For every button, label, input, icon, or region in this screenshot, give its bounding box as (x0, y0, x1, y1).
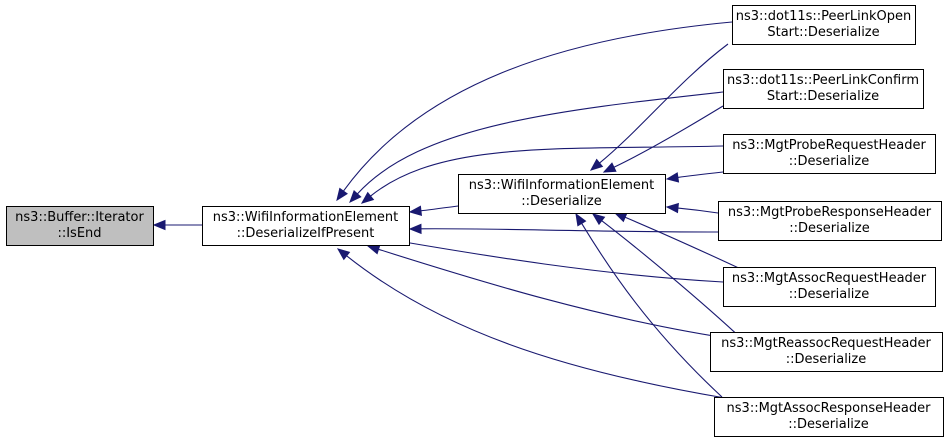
node-n8[interactable]: ns3::MgtReassocRequestHeader::Deserializ… (710, 332, 943, 372)
node-label-line: ns3::dot11s::PeerLinkOpen (736, 9, 911, 24)
node-n9[interactable]: ns3::MgtAssocResponseHeader::Deserialize (714, 397, 944, 437)
node-n2[interactable]: ns3::WifiInformationElement::Deserialize (458, 174, 666, 214)
nodes-layer: ns3::Buffer::Iterator::IsEnd ns3::WifiInf… (6, 5, 944, 437)
edge-arrowhead (591, 213, 606, 226)
edge-arrowhead (349, 189, 362, 203)
edge-arrowhead (336, 248, 351, 261)
node-label-line: ns3::Buffer::Iterator (15, 210, 144, 225)
edge-n4-to-n1 (349, 91, 724, 203)
node-box[interactable] (710, 332, 943, 372)
edge-line (420, 228, 719, 233)
edge-line (581, 223, 723, 398)
node-box[interactable] (458, 174, 666, 214)
node-label-line: ::IsEnd (57, 226, 101, 241)
edge-arrowhead (665, 202, 679, 214)
node-n4[interactable]: ns3::dot11s::PeerLinkConfirmStart::Deser… (723, 69, 924, 109)
node-label-line: ::Deserialize (789, 287, 870, 302)
edge-n8-to-n1 (366, 244, 741, 341)
edge-arrowhead (613, 212, 628, 223)
edge-line (420, 205, 459, 212)
edge-line (346, 255, 726, 399)
edge-arrowhead (360, 191, 375, 204)
node-label-line: ::Deserialize (521, 194, 602, 209)
node-label-line: ns3::MgtAssocRequestHeader (732, 271, 927, 286)
edge-n6-to-n2 (665, 202, 719, 214)
node-box[interactable] (723, 69, 924, 109)
node-label-line: ns3::MgtReassocRequestHeader (721, 336, 931, 351)
edge-line (599, 43, 729, 164)
edges-layer (152, 21, 744, 399)
edge-line (342, 21, 733, 192)
edge-line (613, 105, 724, 168)
node-label-line: ::Deserialize (789, 221, 870, 236)
node-label-line: ns3::dot11s::PeerLinkConfirm (727, 73, 919, 88)
edge-arrowhead (665, 172, 680, 183)
edge-line (356, 91, 724, 195)
edge-line (677, 207, 719, 214)
node-label-line: ns3::MgtProbeRequestHeader (732, 138, 926, 153)
node-label-line: ::Deserialize (786, 352, 867, 367)
node-label-line: ::DeserializeIfPresent (237, 226, 375, 241)
node-box[interactable] (732, 5, 916, 45)
node-box[interactable] (6, 206, 154, 246)
edge-line (624, 216, 744, 271)
node-label-line: ns3::MgtProbeResponseHeader (728, 205, 932, 220)
edge-line (370, 145, 724, 197)
node-box[interactable] (718, 201, 942, 241)
edge-n3-to-n1 (336, 21, 733, 202)
edge-n3-to-n2 (589, 43, 729, 171)
edge-line (601, 220, 744, 341)
edge-n7-to-n2 (613, 212, 744, 271)
node-n7[interactable]: ns3::MgtAssocRequestHeader::Deserialize (723, 267, 936, 307)
node-n6[interactable]: ns3::MgtProbeResponseHeader::Deserialize (718, 201, 942, 241)
edge-arrowhead (408, 223, 422, 235)
edge-line (378, 248, 741, 341)
edge-n8-to-n2 (591, 213, 744, 341)
node-label-line: ns3::MgtAssocResponseHeader (727, 401, 932, 416)
edge-arrowhead (408, 205, 423, 216)
node-n3[interactable]: ns3::dot11s::PeerLinkOpenStart::Deserial… (732, 5, 916, 45)
edge-n7-to-n1 (379, 234, 724, 283)
edge-n9-to-n2 (575, 212, 723, 398)
edge-n5-to-n1 (360, 145, 724, 204)
node-box[interactable] (723, 267, 936, 307)
node-n0[interactable]: ns3::Buffer::Iterator::IsEnd (6, 206, 154, 246)
edge-n4-to-n2 (602, 105, 724, 173)
node-label-line: ::Deserialize (789, 154, 870, 169)
edge-arrowhead (589, 158, 604, 171)
edge-n5-to-n2 (665, 171, 724, 183)
edge-n2-to-n1 (408, 205, 459, 216)
edge-n9-to-n1 (336, 248, 726, 399)
edge-arrowhead (602, 162, 617, 173)
node-box[interactable] (714, 397, 944, 437)
node-label-line: ns3::WifiInformationElement (213, 210, 399, 225)
node-n1[interactable]: ns3::WifiInformationElement::Deserialize… (202, 206, 410, 246)
node-n5[interactable]: ns3::MgtProbeRequestHeader::Deserialize (723, 134, 936, 174)
edge-n6-to-n1 (408, 223, 719, 235)
node-box[interactable] (202, 206, 410, 246)
edge-line (677, 171, 724, 178)
edge-arrowhead (366, 244, 381, 255)
node-label-line: ns3::WifiInformationElement (469, 178, 655, 193)
edge-arrowhead (575, 212, 587, 227)
edge-n1-to-n0 (152, 219, 203, 231)
node-label-line: Start::Deserialize (767, 89, 879, 104)
node-label-line: Start::Deserialize (767, 25, 879, 40)
edge-arrowhead (152, 219, 166, 231)
edge-arrowhead (336, 187, 348, 202)
node-box[interactable] (723, 134, 936, 174)
edge-line (391, 239, 724, 283)
node-label-line: ::Deserialize (788, 417, 869, 432)
